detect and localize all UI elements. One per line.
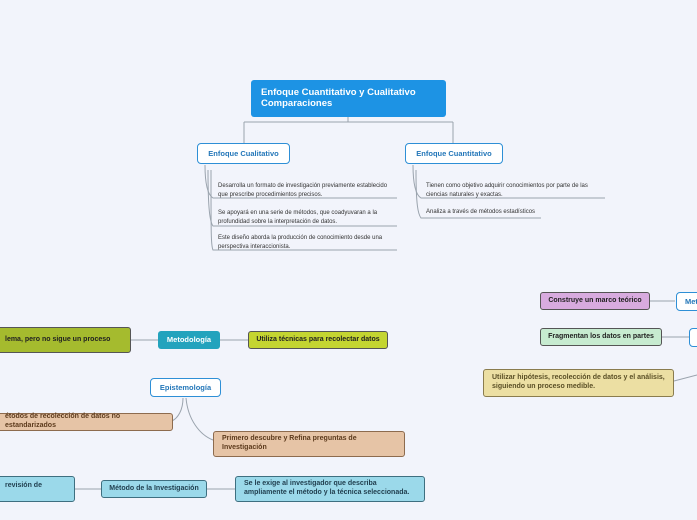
qualitative-item-1[interactable]: Desarrolla un formato de investigación p… [218,183,388,198]
quantitative-branch[interactable]: Enfoque Cuantitativo [405,143,503,164]
root-title-line2: Comparaciones [261,97,333,109]
qualitative-branch[interactable]: Enfoque Cualitativo [197,143,290,164]
qualitative-item-2[interactable]: Se apoyará en una serie de métodos, que … [218,210,378,225]
problem-node[interactable]: lema, pero no sigue un proceso [0,327,131,353]
epistemology-node[interactable]: Epistemología [150,378,221,397]
methodology-node[interactable]: Metodología [158,331,220,349]
right-partial-node[interactable] [689,328,697,347]
research-method-node[interactable]: Método de la Investigación [101,480,207,498]
quantitative-item-2[interactable]: Analiza a través de métodos estadísticos [426,209,536,215]
methodology-right-node[interactable]: Meto [676,292,697,311]
hypothesis-node[interactable]: Utilizar hipótesis, recolección de datos… [483,369,674,397]
non-standard-methods-node[interactable]: étodos de recolección de datos no estand… [0,413,173,431]
fragments-node[interactable]: Fragmentan los datos en partes [540,328,662,346]
refine-questions-node[interactable]: Primero descubre y Refina preguntas de I… [213,431,405,457]
techniques-node[interactable]: Utiliza técnicas para recolectar datos [248,331,388,349]
researcher-node[interactable]: Se le exige al investigador que describa… [235,476,425,502]
theoretical-framework-node[interactable]: Construye un marco teórico [540,292,650,310]
revision-node[interactable]: revisión de [0,476,75,502]
qualitative-item-3[interactable]: Este diseño aborda la producción de cono… [218,235,383,250]
root-title-line1: Enfoque Cuantitativo y Cualitativo [261,87,416,98]
root-topic[interactable]: Enfoque Cuantitativo y Cualitativo Compa… [251,80,446,117]
quantitative-item-1[interactable]: Tienen como objetivo adquirir conocimien… [426,183,588,198]
